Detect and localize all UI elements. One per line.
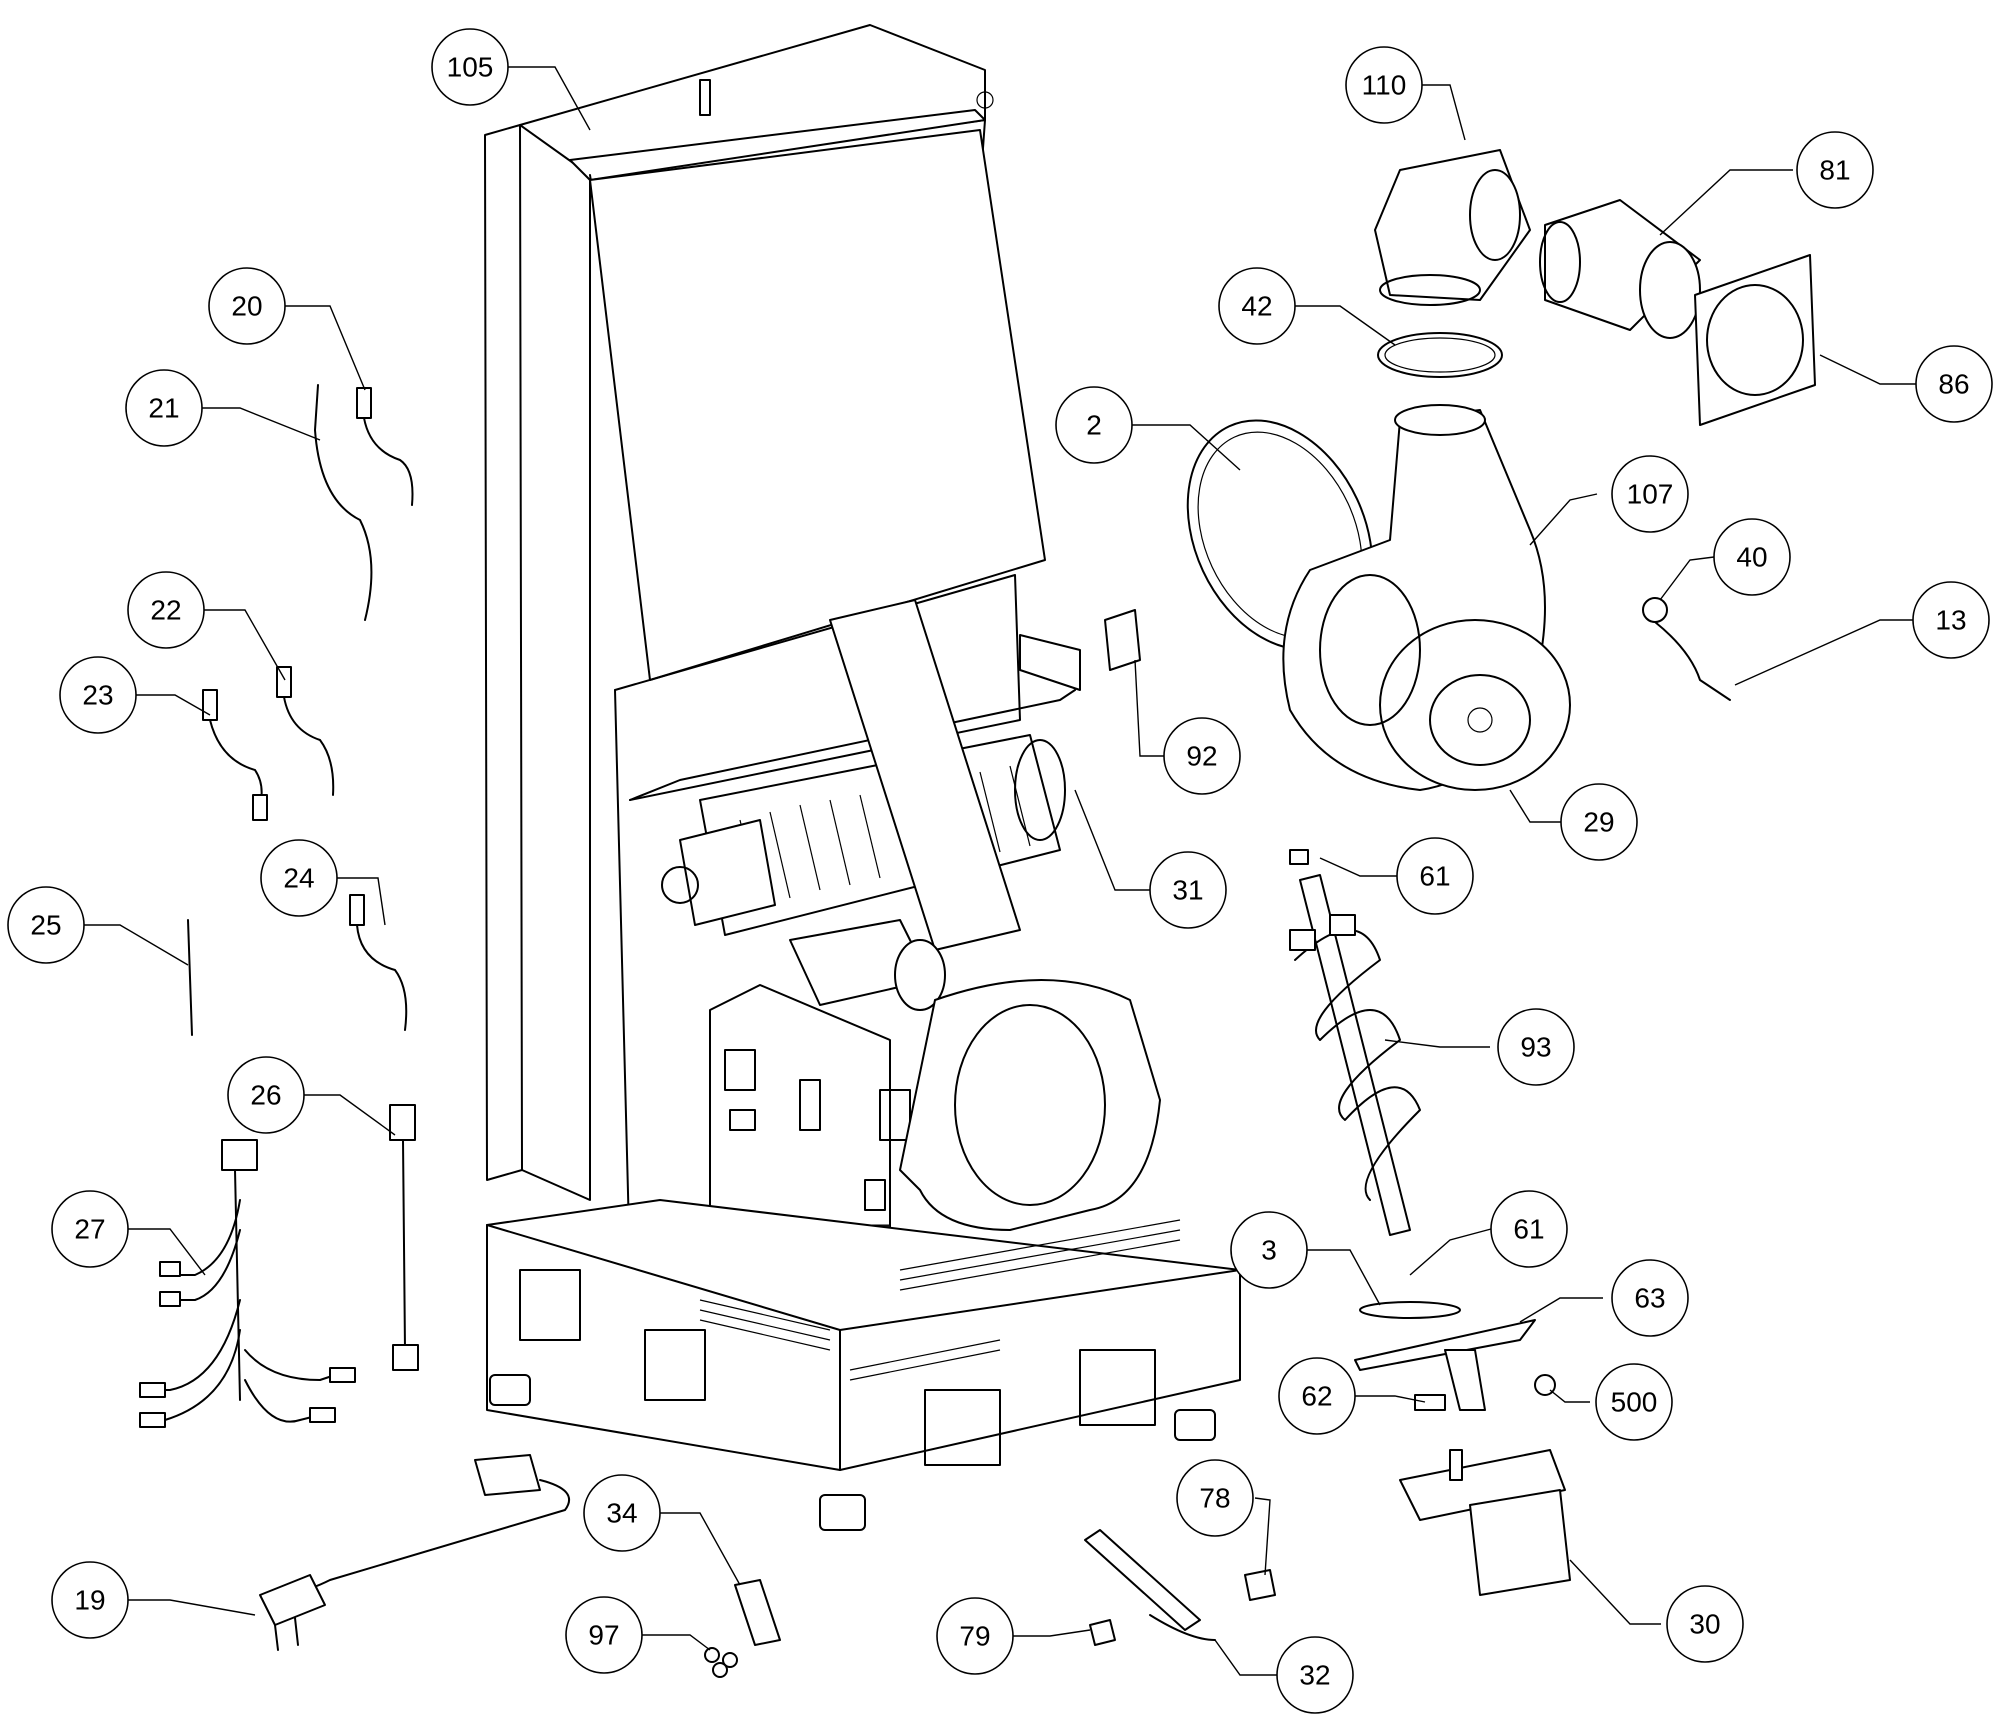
callout-63: 63	[1611, 1259, 1689, 1337]
svg-text:92: 92	[1186, 741, 1217, 772]
wire-23	[202, 689, 268, 821]
exhaust-fan	[1282, 404, 1571, 791]
cabinet-frame	[484, 24, 1241, 1531]
callout-93: 93	[1497, 1008, 1575, 1086]
svg-text:62: 62	[1301, 1381, 1332, 1412]
callout-500: 500	[1595, 1363, 1673, 1441]
callout-97: 97	[565, 1596, 643, 1674]
callout-81: 81	[1796, 131, 1874, 209]
callout-79: 79	[936, 1597, 1014, 1675]
flange-gasket	[1694, 254, 1816, 426]
wire-20	[356, 387, 414, 506]
callout-32: 32	[1276, 1636, 1354, 1714]
svg-text:63: 63	[1634, 1283, 1665, 1314]
callout-25: 25	[7, 886, 85, 964]
wire-24	[349, 894, 408, 1031]
svg-text:61: 61	[1419, 861, 1450, 892]
svg-text:19: 19	[74, 1585, 105, 1616]
svg-text:97: 97	[588, 1620, 619, 1651]
svg-text:34: 34	[606, 1498, 637, 1529]
callout-2: 2	[1055, 386, 1133, 464]
probe-25	[187, 919, 193, 1036]
callout-42: 42	[1218, 267, 1296, 345]
wire-22	[276, 666, 335, 796]
callout-40: 40	[1713, 518, 1791, 596]
svg-text:21: 21	[148, 393, 179, 424]
callout-24: 24	[260, 839, 338, 917]
svg-text:13: 13	[1935, 605, 1966, 636]
svg-text:42: 42	[1241, 291, 1272, 322]
callout-110: 110	[1345, 46, 1423, 124]
svg-text:32: 32	[1299, 1660, 1330, 1691]
callout-31: 31	[1149, 851, 1227, 929]
auger	[1289, 849, 1421, 1236]
svg-text:30: 30	[1689, 1609, 1720, 1640]
svg-text:81: 81	[1819, 155, 1850, 186]
svg-text:500: 500	[1611, 1387, 1658, 1418]
flue-pipe	[1539, 199, 1701, 339]
callout-20: 20	[208, 267, 286, 345]
svg-text:107: 107	[1627, 479, 1674, 510]
svg-text:61: 61	[1513, 1214, 1544, 1245]
svg-text:24: 24	[283, 863, 314, 894]
callout-23: 23	[59, 656, 137, 734]
svg-text:25: 25	[30, 910, 61, 941]
callout-29: 29	[1560, 783, 1638, 861]
callout-27: 27	[51, 1190, 129, 1268]
harness-27	[139, 1139, 356, 1428]
wire-21	[314, 384, 373, 621]
callout-13: 13	[1912, 581, 1990, 659]
svg-text:3: 3	[1261, 1235, 1277, 1266]
svg-text:40: 40	[1736, 542, 1767, 573]
gear-motor	[1399, 1449, 1571, 1596]
igniter-32	[1084, 1529, 1216, 1641]
svg-text:105: 105	[447, 52, 494, 83]
power-cord	[259, 1454, 571, 1651]
callout-107: 107	[1611, 455, 1689, 533]
clip-79	[1089, 1619, 1116, 1646]
callout-19: 19	[51, 1561, 129, 1639]
svg-text:26: 26	[250, 1080, 281, 1111]
callout-34: 34	[583, 1474, 661, 1552]
svg-text:23: 23	[82, 680, 113, 711]
callout-22: 22	[127, 571, 205, 649]
auger-flange	[1354, 1301, 1556, 1411]
callout-61-bottom: 61	[1490, 1190, 1568, 1268]
svg-text:79: 79	[959, 1621, 990, 1652]
nuts-97	[704, 1647, 738, 1678]
callout-78: 78	[1176, 1459, 1254, 1537]
svg-text:27: 27	[74, 1214, 105, 1245]
callout-92: 92	[1163, 717, 1241, 795]
svg-text:31: 31	[1172, 875, 1203, 906]
ring-gasket	[1377, 332, 1503, 378]
leader-lines	[84, 66, 1916, 1676]
callout-21: 21	[125, 369, 203, 447]
callout-86: 86	[1915, 345, 1993, 423]
callout-3: 3	[1230, 1211, 1308, 1289]
svg-text:22: 22	[150, 595, 181, 626]
callout-62: 62	[1278, 1357, 1356, 1435]
svg-text:29: 29	[1583, 807, 1614, 838]
svg-text:110: 110	[1362, 70, 1407, 101]
callout-61-top: 61	[1396, 837, 1474, 915]
wire-26	[389, 1104, 419, 1371]
callout-26: 26	[227, 1056, 305, 1134]
tool-34	[734, 1579, 781, 1646]
callout-30: 30	[1666, 1585, 1744, 1663]
svg-text:78: 78	[1199, 1483, 1230, 1514]
sensor-disc	[1642, 597, 1731, 701]
svg-text:93: 93	[1520, 1032, 1551, 1063]
svg-text:2: 2	[1086, 410, 1102, 441]
svg-text:20: 20	[231, 291, 262, 322]
flue-elbow	[1374, 149, 1531, 306]
bracket-92	[1104, 609, 1141, 671]
clip-78	[1244, 1569, 1276, 1601]
base-grille	[699, 1219, 1181, 1381]
callout-105: 105	[431, 28, 509, 106]
svg-text:86: 86	[1938, 369, 1969, 400]
